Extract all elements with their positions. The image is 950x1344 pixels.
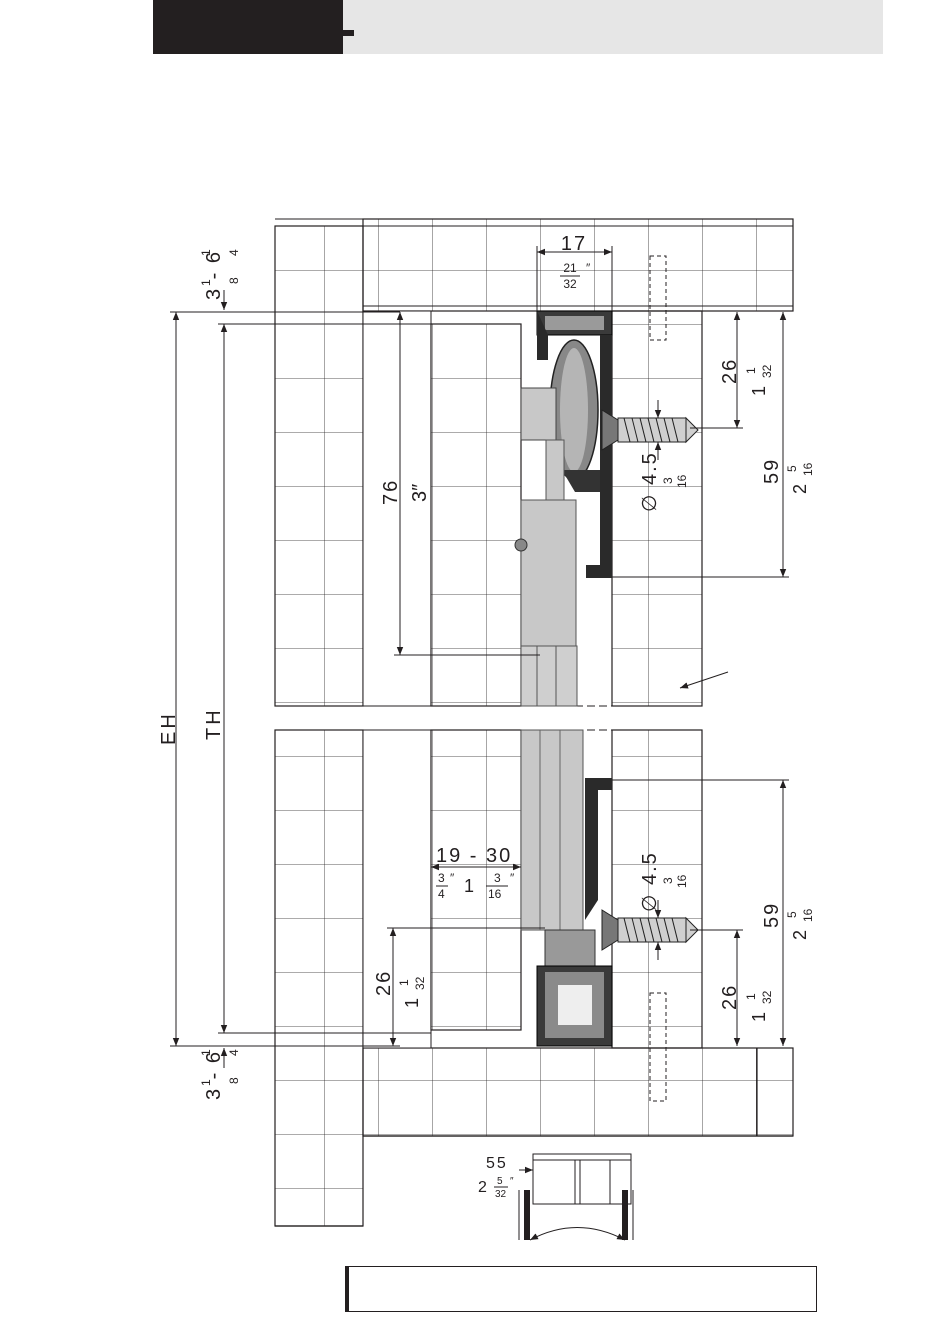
dim-59-lower-whole: 2 [790,930,810,940]
dim-59-upper: 59 [761,458,783,484]
dim-eh: EH [158,711,180,745]
dim-top-gap: 3 - 6 [203,250,225,300]
dim-diameter-upper: ∅ 4.5 [639,451,661,512]
dim-26-lower-left-den: 32 [413,976,427,990]
dim-26-lower-right: 26 [719,984,741,1010]
dim-55-whole: 2 [478,1179,487,1196]
dim-26-lower-right-den: 32 [760,990,774,1004]
dim-bottom-gap: 3 - 6 [203,1050,225,1100]
dim-19-30-a-num: 3 [438,871,445,885]
dim-diameter-lower-den: 16 [675,874,689,888]
dim-76-inch: 3″ [409,484,431,502]
dim-17: 17 [561,233,587,255]
dim-26-lower-left-whole: 1 [402,998,422,1008]
dim-top-gap-a-den: 8 [227,277,241,284]
dim-diameter-lower-num: 3 [661,877,675,884]
dim-26-lower-right-num: 1 [744,993,758,1000]
dim-bottom-gap-b-den: 4 [227,1049,241,1056]
dim-17-num: 21 [563,261,577,275]
dim-26-upper-num: 1 [744,367,758,374]
dim-59-upper-whole: 2 [790,484,810,494]
bottom-fitting [521,730,612,1046]
dim-55-inch: ″ [510,1176,514,1187]
dim-26-upper-den: 32 [760,364,774,378]
dim-19-30-b-den: 16 [488,887,502,901]
dim-26-upper: 26 [719,358,741,384]
dim-26-lower-right-whole: 1 [749,1012,769,1022]
dim-bottom-gap-b-num: 1 [199,1049,213,1056]
dim-diameter-upper-den: 16 [675,474,689,488]
dim-diameter-lower: ∅ 4.5 [639,851,661,912]
dim-19-30-a-den: 4 [438,887,445,901]
dim-59-lower-den: 16 [801,908,815,922]
dim-19-30-b-num: 3 [494,871,501,885]
dim-top-gap-b-den: 4 [227,249,241,256]
dim-19-30-b-whole: 1 [464,876,474,896]
left-frame [275,226,363,1226]
top-fitting [515,311,612,648]
dim-top-gap-b-num: 1 [199,249,213,256]
dim-26-upper-whole: 1 [749,386,769,396]
dim-59-lower: 59 [761,902,783,928]
dim-top-gap-a: 1 [199,279,213,286]
dim-19-30: 19 - 30 [436,845,512,867]
dim-th: TH [203,707,225,740]
dim-26-lower-left-num: 1 [397,979,411,986]
dim-55-num: 5 [497,1176,503,1187]
footer-box [345,1266,817,1312]
dim-59-upper-den: 16 [801,462,815,476]
dim-76: 76 [380,479,402,505]
dim-55-den: 32 [495,1189,507,1200]
dim-bottom-gap-a-den: 8 [227,1077,241,1084]
dim-diameter-upper-num: 3 [661,477,675,484]
dim-55: 55 [486,1155,508,1172]
dim-17-den: 32 [563,277,577,291]
detail-top-view [519,1154,633,1240]
dim-26-lower-left: 26 [373,970,395,996]
dim-59-lower-num: 5 [785,911,799,918]
dim-bottom-gap-a: 1 [199,1079,213,1086]
dim-59-upper-num: 5 [785,465,799,472]
